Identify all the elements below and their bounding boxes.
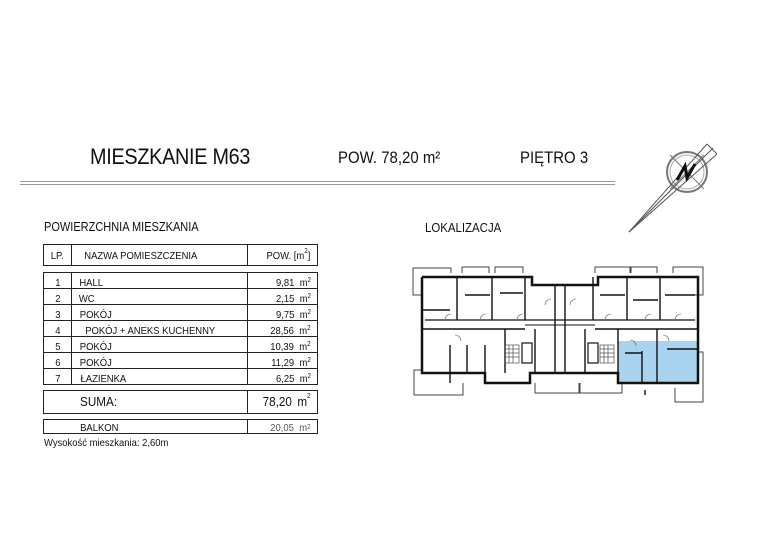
table-section-title: POWIERZCHNIA MIESZKANIA — [44, 220, 199, 234]
header-area: POW. [m — [266, 250, 305, 262]
highlighted-apartment — [618, 341, 698, 383]
balcony-label: BALKON — [80, 422, 119, 434]
header-divider-2 — [20, 184, 615, 185]
sum-value: 78,20 — [262, 394, 292, 409]
apartment-title: MIESZKANIE M63 — [90, 144, 251, 169]
table-header: LP. NAZWA POMIESZCZENIA POW. [m2] — [43, 244, 318, 266]
balcony-value: 20,05 — [270, 422, 294, 434]
height-note: Wysokość mieszkania: 2,60m — [44, 437, 169, 449]
header-lp: LP. — [51, 250, 64, 262]
apartment-area: POW. 78,20 m² — [338, 148, 441, 167]
floor-plan-map — [412, 266, 704, 403]
north-arrow-icon — [628, 143, 718, 233]
location-title: LOKALIZACJA — [425, 220, 502, 235]
header-divider — [20, 181, 615, 182]
apartment-floor: PIĘTRO 3 — [520, 148, 589, 167]
header-name: NAZWA POMIESZCZENIA — [84, 250, 198, 262]
sum-label: SUMA: — [80, 394, 118, 409]
